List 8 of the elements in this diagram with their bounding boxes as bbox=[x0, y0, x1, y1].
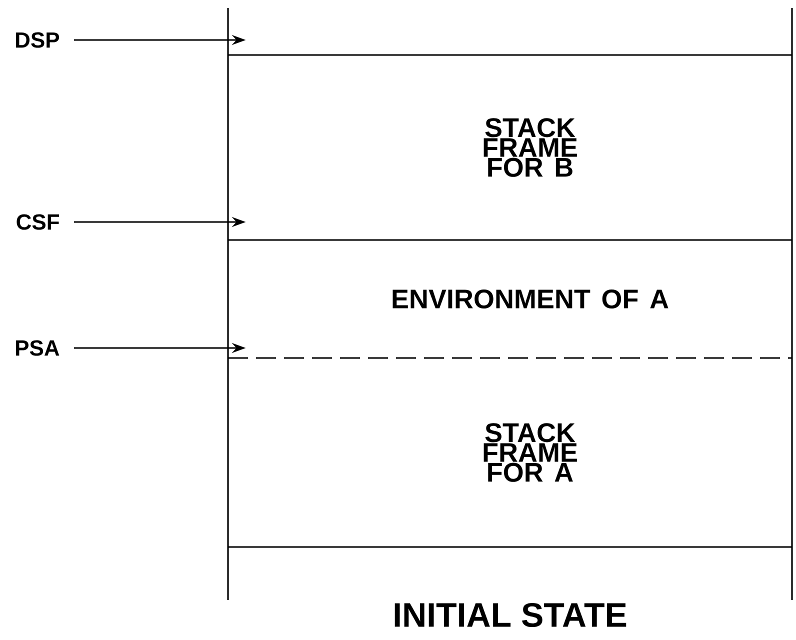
pointer-label: PSA bbox=[16, 340, 60, 356]
stack-top-region bbox=[227, 7, 793, 56]
pointer-label: CSF bbox=[16, 214, 59, 230]
pointer-label: DSP bbox=[16, 32, 60, 48]
stack-region: STACK FRAME FOR B bbox=[227, 54, 793, 241]
caption: INITIAL STATE bbox=[394, 602, 626, 628]
stack-region: STACK FRAME FOR A bbox=[227, 357, 793, 548]
stack-region: ENVIRONMENT OF A bbox=[227, 239, 793, 359]
